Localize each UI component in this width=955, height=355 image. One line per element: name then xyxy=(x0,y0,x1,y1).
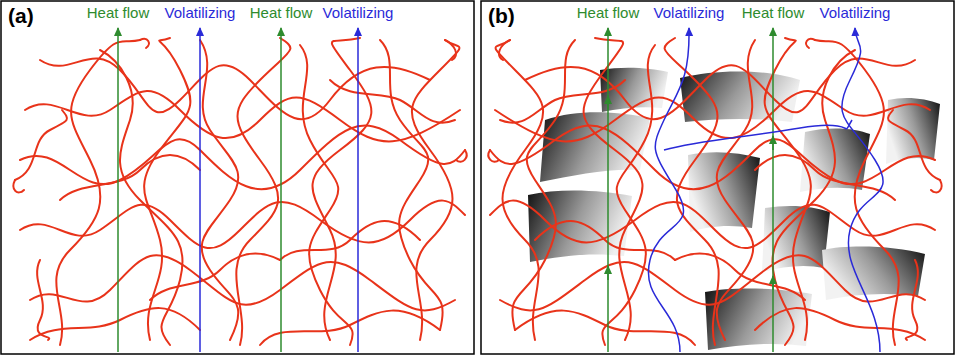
flow-label: Volatilizing xyxy=(165,5,236,22)
flow-label: Heat flow xyxy=(742,5,805,22)
panel-letter: (a) xyxy=(8,4,34,27)
flow-label: Heat flow xyxy=(250,5,313,22)
panel-letter: (b) xyxy=(488,4,515,27)
flow-label: Heat flow xyxy=(577,5,640,22)
flow-label: Volatilizing xyxy=(323,5,394,22)
flow-label: Heat flow xyxy=(87,5,150,22)
flow-label: Volatilizing xyxy=(820,5,891,22)
flow-label: Volatilizing xyxy=(654,5,725,22)
